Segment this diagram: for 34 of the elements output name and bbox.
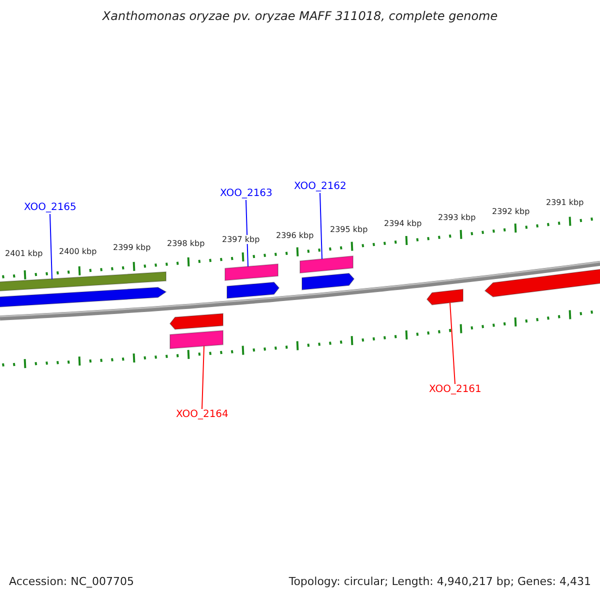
scale-label: 2391 kbp (546, 198, 584, 207)
gene-bar (170, 330, 224, 350)
leader-line (246, 200, 248, 267)
accession-text: Accession: NC_007705 (9, 575, 134, 588)
gene-bar (0, 271, 166, 292)
scale-label: 2396 kbp (276, 231, 314, 240)
map-title: Xanthomonas oryzae pv. oryzae MAFF 311018, complete genome (101, 9, 499, 23)
scale-label: 2401 kbp (5, 249, 43, 258)
gene-label: XOO_2164 (176, 409, 228, 421)
gene-label: XOO_2163 (220, 188, 272, 200)
scale-label: 2393 kbp (438, 213, 476, 222)
gene-label: XOO_2161 (429, 384, 482, 396)
scale-label: 2394 kbp (384, 219, 422, 228)
gene-bar (484, 268, 600, 298)
gene-bar (224, 263, 278, 281)
scale-label: 2397 kbp (222, 235, 260, 244)
gene-bar (0, 286, 167, 308)
scale-label: 2398 kbp (167, 239, 205, 248)
genome-info-text: Topology: circular; Length: 4,940,217 bp; Genes: 4,431 (288, 575, 591, 588)
leader-line (450, 302, 456, 384)
scale-label: 2400 kbp (59, 247, 97, 256)
scale-label: 2392 kbp (492, 207, 530, 216)
leader-line (50, 214, 52, 280)
gene-label: XOO_2162 (294, 181, 346, 193)
gene-bar (226, 282, 280, 299)
gene-bar (300, 255, 354, 274)
gene-bar (169, 313, 224, 330)
gene-bar (426, 288, 464, 306)
leader-line (320, 192, 322, 260)
scale-label: 2399 kbp (113, 243, 151, 252)
scale-label: 2395 kbp (330, 225, 368, 234)
gene-bar (302, 272, 355, 290)
leader-line (202, 346, 204, 410)
gene-label: XOO_2165 (24, 202, 76, 214)
